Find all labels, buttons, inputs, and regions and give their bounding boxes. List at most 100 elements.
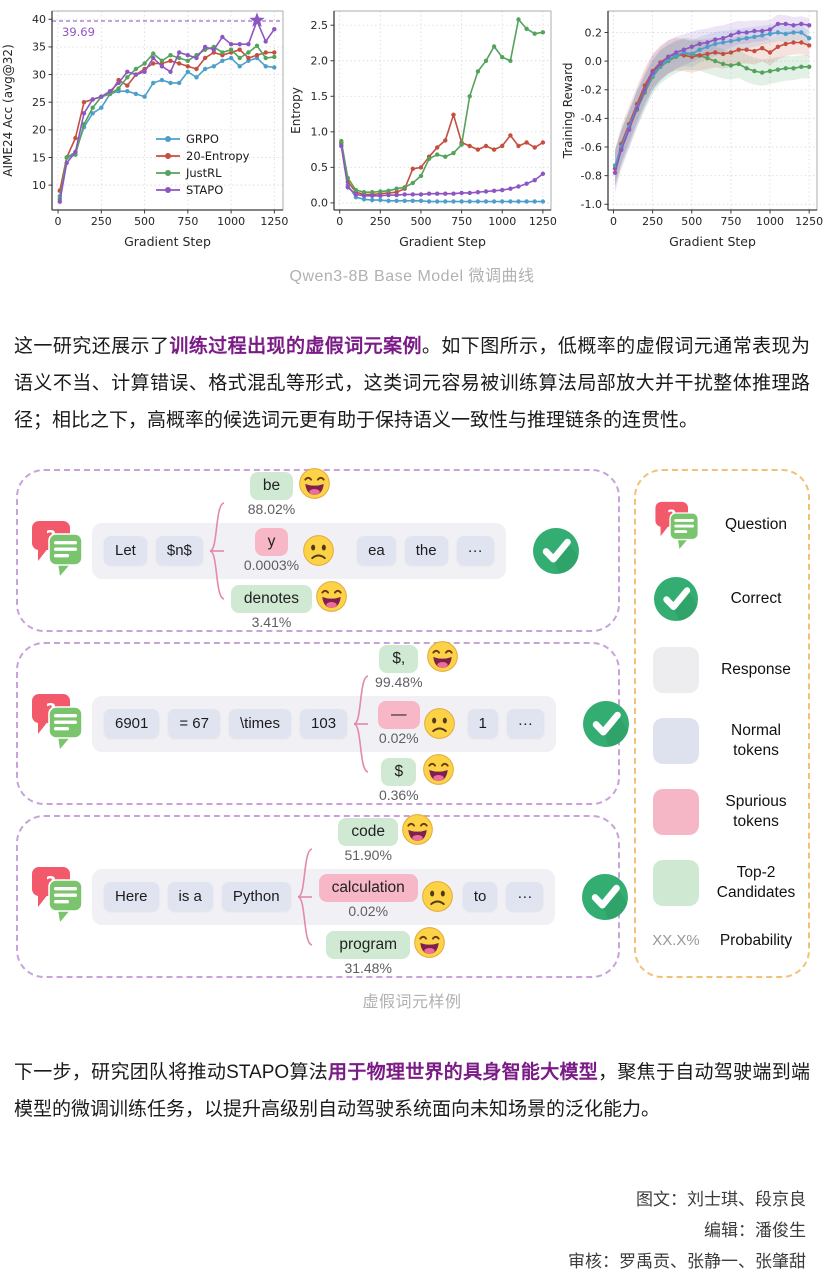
spurious-token: y [254, 528, 289, 556]
svg-text:JustRL: JustRL [185, 166, 222, 180]
highlighted-text: 训练过程出现的虚假词元案例 [169, 336, 422, 357]
legend-icon-cell: XX.X% [646, 932, 706, 949]
normal-token: \times [229, 709, 292, 738]
laughing-emoji-icon [414, 926, 445, 958]
normal-token: is a [167, 882, 213, 911]
svg-text:-0.4: -0.4 [581, 112, 602, 125]
normal-token: ··· [506, 882, 544, 911]
legend-icon-cell [646, 576, 706, 622]
legend-label: Top-2 Candidates [716, 864, 796, 901]
branch-connector-icon [354, 674, 369, 773]
legend-item-response: Response [646, 646, 800, 693]
svg-text:1.0: 1.0 [311, 126, 329, 139]
probability-label: 88.02% [247, 500, 296, 517]
legend-label: Spurious tokens [725, 793, 787, 830]
top-candidate: $,99.48% [375, 640, 458, 690]
svg-text:Gradient Step: Gradient Step [669, 234, 756, 249]
svg-text:20: 20 [32, 124, 46, 137]
check-icon [582, 700, 629, 747]
normal-token: Let [104, 536, 147, 565]
credit-line: 审核：罗禹贡、张静一、张肇甜 [568, 1252, 806, 1271]
candidate-column: $,99.48% [375, 644, 423, 690]
question-icon: ? [32, 521, 83, 576]
svg-text:AIME24 Acc (avg@32): AIME24 Acc (avg@32) [1, 44, 15, 176]
credits: 图文：刘士琪、段京良编辑：潘俊生审核：罗禹贡、张静一、张肇甜 [0, 1184, 806, 1277]
paragraph-2: 下一步，研究团队将推动STAPO算法用于物理世界的具身智能大模型，聚焦于自动驾驶… [14, 1054, 810, 1128]
svg-text:250: 250 [642, 215, 663, 228]
legend-icon-cell [646, 859, 706, 906]
laughing-emoji-icon [316, 580, 347, 612]
body-text: 下一步，研究团队将推动STAPO算法 [14, 1062, 329, 1083]
svg-text:0: 0 [55, 215, 62, 228]
svg-text:500: 500 [134, 215, 155, 228]
svg-text:250: 250 [370, 215, 391, 228]
check-icon [654, 576, 698, 621]
normal-token: ··· [506, 709, 544, 738]
paragraph-1: 这一研究还展示了训练过程出现的虚假词元案例。如下图所示，低概率的虚假词元通常表现… [14, 328, 810, 439]
question-icon: ? [32, 867, 83, 922]
svg-text:0: 0 [610, 215, 617, 228]
legend-item-question: ? Question [646, 499, 800, 551]
svg-text:25: 25 [32, 96, 46, 109]
credit-line: 图文：刘士琪、段京良 [636, 1190, 806, 1209]
svg-text:GRPO: GRPO [186, 132, 219, 146]
legend-item-normal-tokens: Normal tokens [646, 717, 800, 764]
legend-icon-cell: ? [646, 499, 706, 551]
probability-label: 3.41% [251, 613, 292, 630]
question-icon: ? [32, 694, 83, 749]
normal-token: 1 [467, 709, 498, 738]
svg-text:0.0: 0.0 [585, 55, 603, 68]
legend-icon-cell [646, 717, 706, 764]
legend-item-top-2-candidates: Top-2 Candidates [646, 859, 800, 906]
normal-token: the [404, 536, 448, 565]
question-icon: ? [655, 501, 699, 549]
legend-item-spurious-tokens: Spurious tokens [646, 788, 800, 835]
svg-text:0: 0 [336, 215, 343, 228]
svg-text:0.2: 0.2 [585, 26, 603, 39]
probability-label: 0.02% [378, 730, 419, 746]
svg-text:2.5: 2.5 [311, 19, 329, 32]
laughing-emoji-icon [422, 753, 454, 785]
spurious-candidate: —0.02% [378, 701, 456, 746]
candidate-swatch [653, 859, 699, 906]
svg-text:1250: 1250 [260, 215, 288, 228]
probability-label: 51.90% [344, 846, 392, 863]
legend-item-correct: Correct [646, 576, 800, 622]
normal-token: ··· [456, 536, 494, 565]
normal-token: 6901 [104, 709, 160, 738]
probability-label: 31.48% [344, 959, 392, 976]
candidate-column: —0.02% [378, 701, 420, 746]
svg-text:10: 10 [32, 179, 46, 192]
svg-text:500: 500 [410, 215, 431, 228]
laughing-emoji-icon [299, 467, 331, 499]
svg-text:Entropy: Entropy [289, 87, 303, 134]
svg-text:0.5: 0.5 [311, 161, 329, 174]
legend-label: Question [724, 516, 788, 534]
legend-icon-cell [646, 788, 706, 835]
svg-text:1250: 1250 [795, 215, 823, 228]
svg-text:0.0: 0.0 [311, 197, 329, 210]
laughing-emoji-icon [402, 813, 433, 845]
normal-token: Here [104, 882, 159, 911]
question-icon-wrap: ? [28, 864, 84, 929]
top-candidate: $0.36% [379, 753, 455, 803]
sad-emoji-icon [303, 535, 334, 566]
normal-token: ea [357, 536, 396, 565]
probability-sample: XX.X% [652, 931, 700, 949]
svg-text:STAPO: STAPO [186, 183, 223, 197]
check-icon [532, 527, 579, 574]
